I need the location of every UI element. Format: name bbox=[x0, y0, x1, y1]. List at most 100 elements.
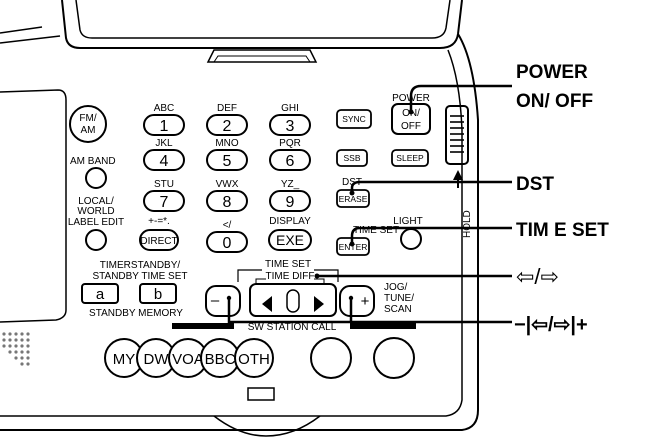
ssb-button[interactable]: SSB bbox=[336, 149, 368, 167]
number-key-letters: ABC bbox=[154, 103, 175, 114]
callout-step: −|⇦/⇨|+ bbox=[514, 314, 588, 336]
jog-line1: JOG/ bbox=[384, 282, 408, 293]
am-band-button[interactable] bbox=[85, 167, 107, 189]
enter-label: ENTER bbox=[339, 242, 368, 252]
sync-button[interactable]: SYNC bbox=[336, 109, 372, 129]
time-set-bracket bbox=[237, 269, 339, 282]
number-key-9[interactable]: YZ_9 bbox=[269, 179, 311, 212]
sw-station-blank-1[interactable] bbox=[310, 337, 352, 379]
number-key-0[interactable]: </ 0 bbox=[206, 220, 248, 253]
fm-am-button[interactable]: FM/ AM bbox=[69, 105, 107, 143]
number-key-digit: 6 bbox=[286, 153, 295, 170]
number-key-digit: 5 bbox=[223, 153, 232, 170]
sw-bar-left bbox=[172, 323, 234, 329]
a-button[interactable]: a bbox=[81, 283, 119, 304]
jog-line2: TUNE/ bbox=[384, 293, 414, 304]
exe-button[interactable]: EXE bbox=[268, 229, 312, 251]
sw-station-oth[interactable]: OTH bbox=[234, 338, 274, 378]
sleep-label: SLEEP bbox=[396, 153, 424, 163]
erase-button[interactable]: ERASE bbox=[336, 189, 370, 208]
standby-time-set-label: STANDBY TIME SET bbox=[92, 271, 187, 282]
plus-button[interactable]: + bbox=[339, 285, 375, 317]
sw-station-label: DW bbox=[144, 351, 170, 368]
light-button[interactable] bbox=[400, 228, 422, 250]
exe-label: EXE bbox=[276, 232, 304, 248]
number-key-digit: 2 bbox=[223, 118, 232, 135]
time-set-key-caption: TIME SET bbox=[353, 225, 399, 236]
callout-dst: DST bbox=[516, 174, 554, 195]
plus-label: + bbox=[361, 293, 370, 310]
number-key-letters: DEF bbox=[217, 103, 237, 114]
label-edit-label: LABEL EDIT bbox=[68, 217, 124, 228]
sw-station-blank-2[interactable] bbox=[373, 337, 415, 379]
fm-am-line1: FM/ bbox=[79, 113, 96, 124]
sw-station-label: BBC bbox=[205, 351, 236, 368]
radio-body bbox=[0, 0, 479, 437]
step-leader-left bbox=[227, 298, 512, 324]
callout-on-off: ON/ OFF bbox=[516, 91, 593, 112]
hold-switch[interactable]: HOLD bbox=[445, 105, 473, 238]
time-set-group-label: TIME SET bbox=[265, 259, 311, 270]
direct-button[interactable]: DIRECT bbox=[139, 229, 179, 251]
standby-memory-label: STANDBY MEMORY bbox=[89, 308, 183, 319]
display-label: DISPLAY bbox=[269, 216, 311, 227]
power-off-label: OFF bbox=[401, 121, 421, 132]
am-band-label: AM BAND bbox=[70, 156, 116, 167]
sw-station-label: MY bbox=[113, 351, 136, 368]
direct-label: DIRECT bbox=[140, 236, 177, 247]
sw-station-label: VOA bbox=[172, 351, 204, 368]
callout-arrows: ⇦/⇨ bbox=[516, 264, 559, 289]
number-key-1[interactable]: ABC 1 bbox=[143, 103, 185, 136]
number-key-digit: 0 bbox=[223, 235, 232, 252]
b-label: b bbox=[154, 286, 162, 303]
number-key-6[interactable]: PQR 6 bbox=[269, 138, 311, 171]
local-world-line1: LOCAL/ bbox=[78, 196, 114, 207]
sw-station-label: OTH bbox=[238, 351, 270, 368]
light-label: LIGHT bbox=[393, 216, 422, 227]
number-key-4[interactable]: JKL 4 bbox=[143, 138, 185, 171]
minus-label: – bbox=[211, 292, 220, 309]
erase-label: ERASE bbox=[339, 194, 368, 204]
left-arrow-icon bbox=[262, 296, 272, 312]
local-world-line2: WORLD bbox=[77, 206, 114, 217]
number-key-2[interactable]: DEF 2 bbox=[206, 103, 248, 136]
time-diff-rocker[interactable] bbox=[249, 283, 337, 317]
b-button[interactable]: b bbox=[139, 283, 177, 304]
enter-button[interactable]: ENTER bbox=[336, 237, 370, 256]
time-diff-bracket bbox=[255, 278, 325, 283]
dst-leader bbox=[350, 180, 512, 193]
number-key-letters: GHI bbox=[281, 103, 299, 114]
dst-key-label: DST bbox=[342, 177, 362, 188]
number-key-letters: JKL bbox=[155, 138, 173, 149]
jog-line3: SCAN bbox=[384, 304, 412, 315]
sw-station-voa[interactable]: VOA bbox=[168, 338, 208, 378]
callout-lines bbox=[227, 84, 512, 324]
local-world-button[interactable] bbox=[85, 229, 107, 251]
a-label: a bbox=[96, 286, 105, 303]
direct-caption: +-=*. bbox=[148, 216, 170, 227]
fm-am-line2: AM bbox=[81, 125, 96, 136]
rocker-center bbox=[286, 289, 300, 313]
number-key-digit: 4 bbox=[160, 153, 169, 170]
sw-station-bbc[interactable]: BBC bbox=[200, 338, 240, 378]
sw-bar-right bbox=[350, 323, 416, 329]
number-key-letters: PQR bbox=[279, 138, 301, 149]
hold-label: HOLD bbox=[462, 210, 473, 238]
callout-power: POWER bbox=[516, 62, 588, 83]
callout-time-set: TIM E SET bbox=[516, 220, 609, 241]
sync-label: SYNC bbox=[342, 114, 366, 124]
sleep-button[interactable]: SLEEP bbox=[391, 149, 429, 167]
ssb-label: SSB bbox=[343, 153, 360, 163]
number-key-digit: 8 bbox=[223, 194, 232, 211]
number-key-digit: 7 bbox=[160, 194, 169, 211]
number-key-letters: YZ_ bbox=[281, 179, 300, 190]
number-key-digit: 1 bbox=[160, 118, 169, 135]
number-key-letters: </ bbox=[223, 220, 232, 231]
minus-button[interactable]: – bbox=[205, 285, 241, 317]
